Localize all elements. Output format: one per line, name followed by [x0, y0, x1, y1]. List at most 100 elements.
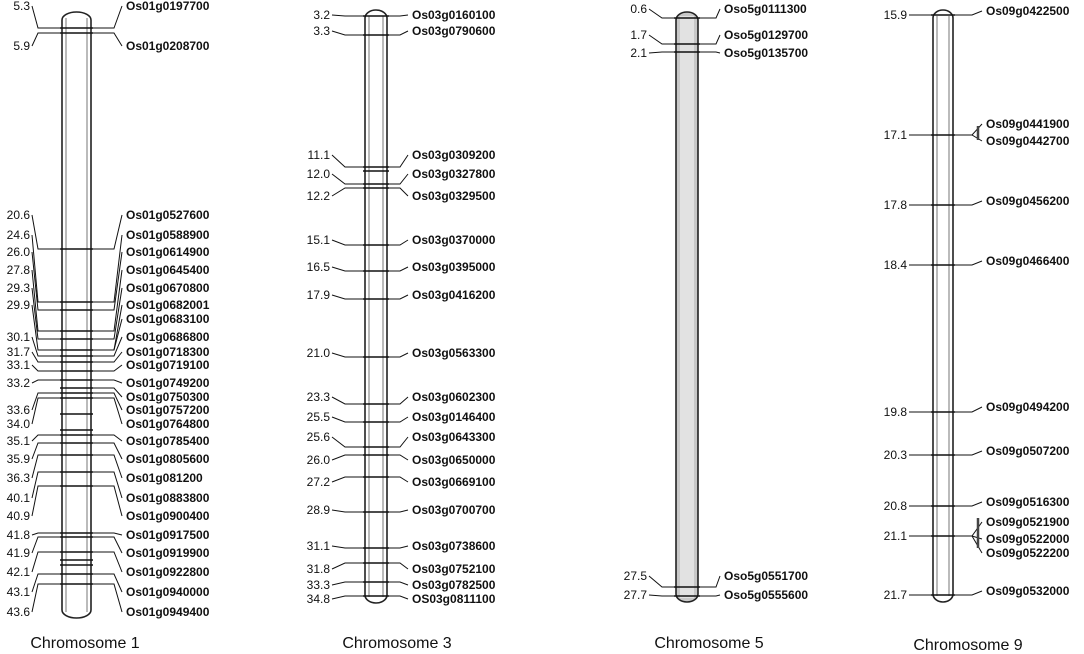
position-connector: [31, 304, 62, 351]
gene-connector: [91, 434, 123, 442]
gene-connector: [387, 454, 409, 461]
gene-connector: [953, 501, 983, 507]
gene-connector: [91, 397, 123, 425]
position-connector: [31, 251, 62, 311]
position-connector: [31, 434, 62, 442]
position-label: 5.3: [13, 0, 30, 13]
gene-label: Os01g0686800: [126, 330, 210, 344]
gene-connector: [91, 318, 123, 351]
position-label: 12.0: [307, 167, 331, 181]
gene-connector: [91, 392, 123, 411]
chromosome-title: Chromosome 1: [30, 635, 139, 652]
gene-label: Os03g0700700: [412, 503, 496, 517]
gene-connector: [387, 30, 409, 36]
gene-label: Os03g0738600: [412, 539, 496, 553]
gene-connector: [387, 187, 409, 197]
gene-label: Oso5g0129700: [724, 28, 808, 42]
position-label: 34.0: [7, 417, 31, 431]
position-connector: [331, 352, 365, 358]
gene-connector: [387, 476, 409, 483]
position-connector: [31, 336, 62, 357]
gene-connector: [91, 234, 123, 303]
gene-label: Os03g0416200: [412, 288, 496, 302]
position-label: 17.9: [307, 288, 331, 302]
gene-label: Os01g081200: [126, 471, 203, 485]
position-label: 20.8: [884, 499, 908, 513]
position-connector: [331, 154, 365, 168]
gene-label: Os09g0522200: [986, 546, 1070, 560]
gene-connector: [698, 575, 721, 588]
gene-label: Os01g0208700: [126, 39, 210, 53]
gene-connector: [387, 294, 409, 300]
gene-connector: [698, 8, 721, 19]
gene-label: Os09g0466400: [986, 254, 1070, 268]
position-connector: [331, 173, 365, 185]
position-connector: [331, 595, 365, 600]
gene-connector: [91, 5, 123, 29]
position-connector: [331, 30, 365, 36]
position-connector: [31, 364, 62, 372]
gene-label: Os01g0949400: [126, 605, 210, 619]
position-label: 31.7: [7, 345, 31, 359]
gene-label: Os01g0670800: [126, 281, 210, 295]
gene-connector: [91, 536, 123, 554]
gene-connector: [91, 485, 123, 517]
position-label: 16.5: [307, 260, 331, 274]
position-label: 1.7: [630, 28, 647, 42]
position-label: 27.5: [624, 569, 648, 583]
gene-label: Os03g0643300: [412, 430, 496, 444]
position-label: 2.1: [630, 46, 647, 60]
position-label: 42.1: [7, 565, 31, 579]
gene-connector: [953, 450, 983, 456]
gene-connector: [953, 590, 983, 596]
position-connector: [31, 32, 62, 47]
position-label: 33.2: [7, 376, 31, 390]
gene-label: Os03g0790600: [412, 24, 496, 38]
gene-label: Oso5g0135700: [724, 46, 808, 60]
gene-connector: [387, 416, 409, 423]
gene-label: Os03g0329500: [412, 189, 496, 203]
position-label: 31.8: [307, 562, 331, 576]
position-label: 30.1: [7, 330, 31, 344]
gene-label: Os01g0900400: [126, 509, 210, 523]
gene-label: Oso5g0555600: [724, 588, 808, 602]
position-label: 15.9: [884, 8, 908, 22]
position-label: 20.6: [7, 208, 31, 222]
gene-connector: [91, 532, 123, 536]
gene-label: Os03g0160100: [412, 8, 496, 22]
position-connector: [648, 34, 676, 45]
position-connector: [331, 436, 365, 448]
gene-label: Os03g0370000: [412, 233, 496, 247]
position-connector: [31, 234, 62, 303]
gene-label: Os01g0757200: [126, 403, 210, 417]
gene-label: Os01g0785400: [126, 434, 210, 448]
position-connector: [331, 545, 365, 549]
position-connector: [31, 397, 62, 425]
gene-connector: [387, 352, 409, 358]
gene-connector: [91, 387, 123, 398]
gene-connector: [91, 336, 123, 357]
position-connector: [31, 536, 62, 554]
gene-label: Os09g0456200: [986, 194, 1070, 208]
position-connector: [31, 351, 62, 363]
gene-label: Os09g0441900: [986, 117, 1070, 131]
gene-connector: [387, 509, 409, 513]
gene-connector: [698, 594, 721, 597]
gene-connector: [91, 379, 123, 384]
position-connector: [31, 573, 62, 593]
gene-connector: [91, 251, 123, 311]
position-label: 12.2: [307, 189, 331, 203]
position-label: 27.2: [307, 475, 331, 489]
position-label: 5.9: [13, 39, 30, 53]
labels-layer: Chromosome 1Os01g01977005.3Os01g02087005…: [7, 0, 1070, 654]
chromosome-title: Chromosome 9: [913, 637, 1022, 654]
chromosome-bar: [932, 9, 954, 603]
position-label: 41.8: [7, 528, 31, 542]
position-connector: [31, 471, 62, 499]
gene-connector: [91, 269, 123, 332]
gene-label: Os03g0327800: [412, 167, 496, 181]
gene-connector: [698, 51, 721, 54]
position-label: 26.0: [7, 245, 31, 259]
gene-label: Os09g0442700: [986, 134, 1070, 148]
position-label: 40.9: [7, 509, 31, 523]
